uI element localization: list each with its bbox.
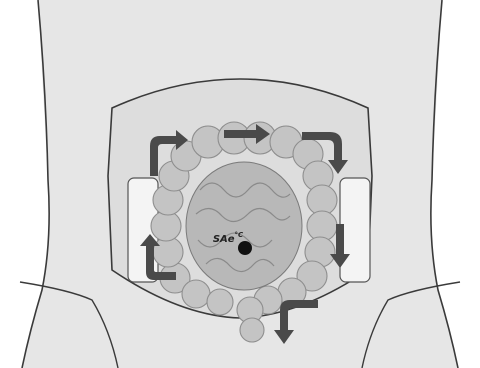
- small-intestine: [186, 162, 302, 290]
- right-pad: [340, 178, 370, 282]
- navel-dot: [238, 241, 252, 255]
